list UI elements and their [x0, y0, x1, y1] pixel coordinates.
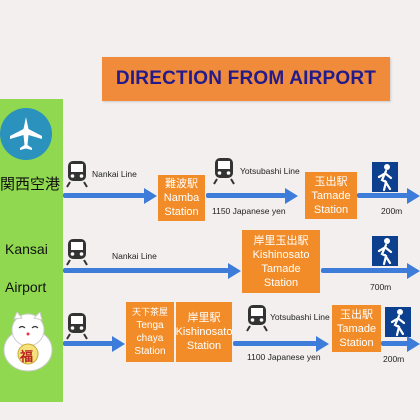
station-label: Station [263, 276, 299, 289]
station-name-en: Tenga [136, 320, 164, 331]
route-arrow [63, 193, 145, 198]
airport-name-en-1: Kansai [5, 241, 48, 257]
station-label: Station [313, 203, 349, 216]
station-label: Station [164, 206, 199, 218]
station-namba: 難波駅 Namba Station [158, 175, 205, 221]
station-name-en: Tamade [311, 189, 351, 202]
train-icon [66, 238, 88, 271]
arrow-head [407, 336, 420, 352]
arrow-head [285, 188, 298, 204]
route-arrow [233, 341, 317, 346]
station-tamade: 玉出駅 Tamade Station [332, 305, 381, 352]
arrow-head [316, 336, 329, 352]
line-label: Yotsubashi Line [240, 166, 300, 176]
page-title: DIRECTION FROM AIRPORT [102, 57, 390, 101]
train-icon [66, 312, 88, 345]
route-arrow [206, 193, 286, 198]
station-name-en: Tamade [261, 262, 301, 275]
airport-name-en-2: Airport [5, 279, 47, 295]
station-name-jp: 玉出駅 [340, 308, 373, 321]
walk-distance: 700m [370, 282, 392, 292]
station-name-en: chaya [136, 333, 164, 344]
walking-person-icon [372, 236, 398, 271]
route-arrow [321, 268, 409, 273]
train-icon [66, 160, 88, 193]
arrow-head [407, 263, 420, 279]
station-kishinosato-tamade: 岸里玉出駅 Kishinosato Tamade Station [242, 230, 320, 293]
station-name-en: Namba [163, 192, 200, 204]
route-arrow [63, 268, 229, 273]
route-arrow [381, 341, 409, 346]
train-icon [213, 157, 235, 190]
arrow-head [407, 188, 420, 204]
walking-person-icon [372, 162, 398, 197]
station-label: Station [134, 346, 166, 357]
station-name-jp: 玉出駅 [314, 175, 348, 188]
arrow-head [228, 263, 241, 279]
station-kishinosato: 岸里駅 Kishinosato Station [176, 302, 232, 362]
route-arrow [63, 341, 113, 346]
station-name-jp: 難波駅 [165, 178, 198, 190]
station-name-en: Kishinosato [175, 326, 233, 338]
line-label: Nankai Line [112, 251, 157, 261]
station-name-en: Kishinosato [252, 248, 310, 261]
station-tamade: 玉出駅 Tamade Station [305, 172, 357, 219]
fare-label: 1150 Japanese yen [212, 206, 286, 216]
station-label: Station [339, 336, 374, 349]
train-icon [246, 304, 268, 337]
station-label: Station [186, 340, 222, 352]
station-name-jp: 天下茶屋 [131, 307, 168, 317]
airplane-icon [0, 108, 52, 160]
fare-label: 1100 Japanese yen [247, 352, 321, 362]
route-arrow [357, 193, 409, 198]
station-name-jp: 岸里駅 [187, 312, 221, 324]
line-label: Nankai Line [92, 169, 137, 179]
arrow-head [144, 188, 157, 204]
lucky-cat-char: 福 [20, 349, 34, 364]
station-name-jp: 岸里玉出駅 [253, 234, 309, 247]
airport-name-jp: 関西空港 [0, 176, 61, 193]
walk-distance: 200m [383, 354, 405, 364]
station-tengachaya: 天下茶屋 Tenga chaya Station [126, 302, 174, 362]
station-name-en: Tamade [336, 322, 377, 335]
walking-person-icon [385, 307, 411, 342]
arrow-head [112, 336, 125, 352]
walk-distance: 200m [381, 206, 403, 216]
lucky-cat-icon [0, 311, 58, 377]
line-label: Yotsubashi Line [270, 312, 330, 322]
